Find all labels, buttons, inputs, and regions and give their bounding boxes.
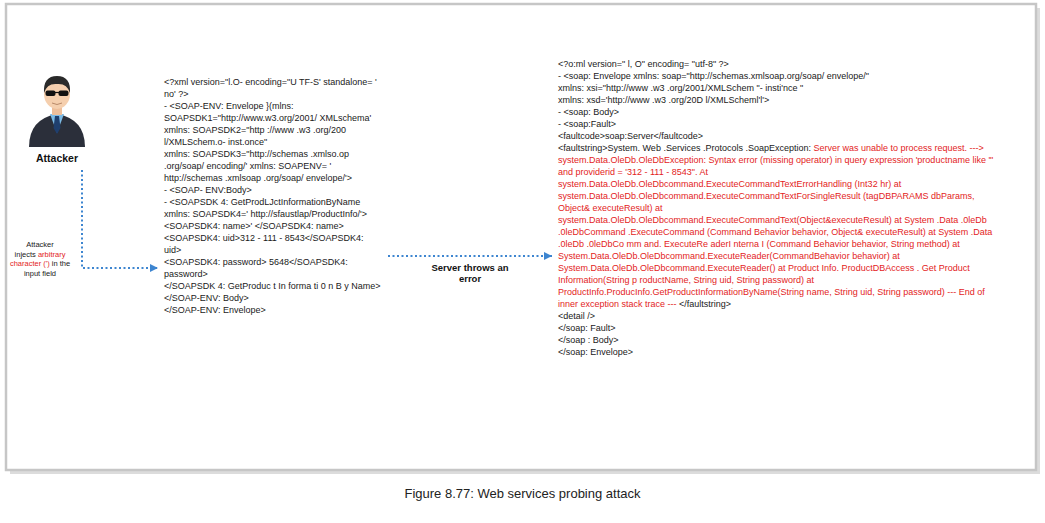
code-line: <faultcode>soap:Server</faultcode> — [558, 130, 996, 142]
code-line: </soap: Fault> — [558, 322, 996, 334]
attacker-actor: Attacker — [16, 76, 98, 167]
code-line: - <SOAP- ENV:Body> — [164, 184, 382, 196]
node-text: <?xml version="l.O- encoding="U TF-S' st… — [164, 77, 377, 99]
node-text: - <SOAP- ENV:Body> — [164, 185, 252, 195]
code-line: <SOAPSDK4: uid>312 - 111 - 8543</SOAPSDK… — [164, 232, 382, 256]
node-text: xmlns: SOAPSDK3="http://schemas .xmlso.o… — [164, 149, 352, 183]
code-line: <SOAPSDK4: password> 5648</SOAPSDK4: pas… — [164, 256, 382, 280]
node-text: Attacker — [36, 152, 78, 164]
annotation: Attacker injectsarbitrary character (')i… — [4, 240, 76, 278]
code-line: </SOAP-ENV: Envelope> — [164, 304, 382, 316]
node-text: - <soap: Envelope xmlns: soap="http://sc… — [558, 71, 869, 81]
code-line: - <SOAP-ENV: Envelope }(mlns: SOAPSDK1="… — [164, 100, 382, 124]
node-text: <faultstring>System. Web .Services .Prot… — [558, 143, 811, 153]
code-line: xmlns: SOAPSDK2="http ://www .w3 .org/20… — [164, 124, 382, 148]
node-text: - <SOAP-ENV: Envelope }(mlns: SOAPSDK1="… — [164, 101, 371, 123]
node-text: - <soap:Fault> — [558, 119, 616, 129]
attacker-icon — [29, 76, 85, 147]
node-text: </soap: Fault> — [558, 323, 616, 333]
code-line: xmlns: xsi="http://www .w3 .org/2001/XML… — [558, 82, 996, 94]
code-line: <?o:ml version=" l, O" encoding= "utf-8"… — [558, 58, 996, 70]
figure-frame — [6, 4, 1036, 470]
code-line: </soap: Envelope> — [558, 346, 996, 358]
node-text: <SOAPSDK4: password> 5648</SOAPSDK4: pas… — [164, 257, 348, 279]
node-text: <?o:ml version=" l, O" encoding= "utf-8"… — [558, 59, 729, 69]
error-text: Server was unable to process request. --… — [558, 143, 993, 309]
code-line: <?xml version="l.O- encoding="U TF-S' st… — [164, 76, 382, 100]
node-text: </faultstring> — [679, 299, 731, 309]
node-text: <SOAPSDK4: name>' </SOAPSDK4: name> — [164, 221, 344, 231]
edge-label: Server throws an error — [425, 262, 515, 284]
node-text: <detail /> — [558, 311, 595, 321]
code-line: </SOAP-ENV: Body> — [164, 292, 382, 304]
dotted-arrow — [82, 170, 158, 268]
code-line: </soap : Body> — [558, 334, 996, 346]
code-line: - <soap: Body> — [558, 106, 996, 118]
node-text: <faultcode>soap:Server</faultcode> — [558, 131, 703, 141]
node-text: - <soap: Body> — [558, 107, 619, 117]
node-text: - <SOAPSDK 4: GetProdLJctInformationByNa… — [164, 197, 367, 219]
code-line: <faultstring>System. Web .Services .Prot… — [558, 142, 996, 310]
code-line: - <SOAPSDK 4: GetProdLJctInformationByNa… — [164, 196, 382, 220]
code-line: - <soap: Envelope xmlns: soap="http://sc… — [558, 70, 996, 82]
node-text: xmlns: xsi="http://www .w3 .org/2001/XML… — [558, 83, 803, 93]
node-text: xmlns: SOAPSDK2="http ://www .w3 .org/20… — [164, 125, 346, 147]
soap-request: <?xml version="l.O- encoding="U TF-S' st… — [158, 74, 388, 318]
code-line: <SOAPSDK4: name>' </SOAPSDK4: name> — [164, 220, 382, 232]
code-line: - <soap:Fault> — [558, 118, 996, 130]
code-line: <detail /> — [558, 310, 996, 322]
node-text: </soap : Body> — [558, 335, 619, 345]
node-text: </soap: Envelope> — [558, 347, 633, 357]
node-text: <SOAPSDK4: uid>312 - 111 - 8543</SOAPSDK… — [164, 233, 364, 255]
code-line: Attacker — [22, 152, 92, 165]
soap-response: <?o:ml version=" l, O" encoding= "utf-8"… — [552, 56, 1002, 360]
code-line: xmlns: SOAPSDK3="http://schemas .xmlso.o… — [164, 148, 382, 184]
code-line: xmlns: xsd='http://www .w3 .org/20D l/XM… — [558, 94, 996, 106]
code-line: </SOAPSDK 4: GetProduc t In forma ti 0 n… — [164, 280, 382, 292]
dotted-arrow — [388, 255, 552, 257]
node-text: </SOAPSDK 4: GetProduc t In forma ti 0 n… — [164, 281, 381, 291]
node-text: xmlns: xsd='http://www .w3 .org/20D l/XM… — [558, 95, 769, 105]
node-text: </SOAP-ENV: Envelope> — [164, 305, 266, 315]
figure-caption: Figure 8.77: Web services probing attack — [0, 486, 1045, 501]
node-text: </SOAP-ENV: Body> — [164, 293, 249, 303]
